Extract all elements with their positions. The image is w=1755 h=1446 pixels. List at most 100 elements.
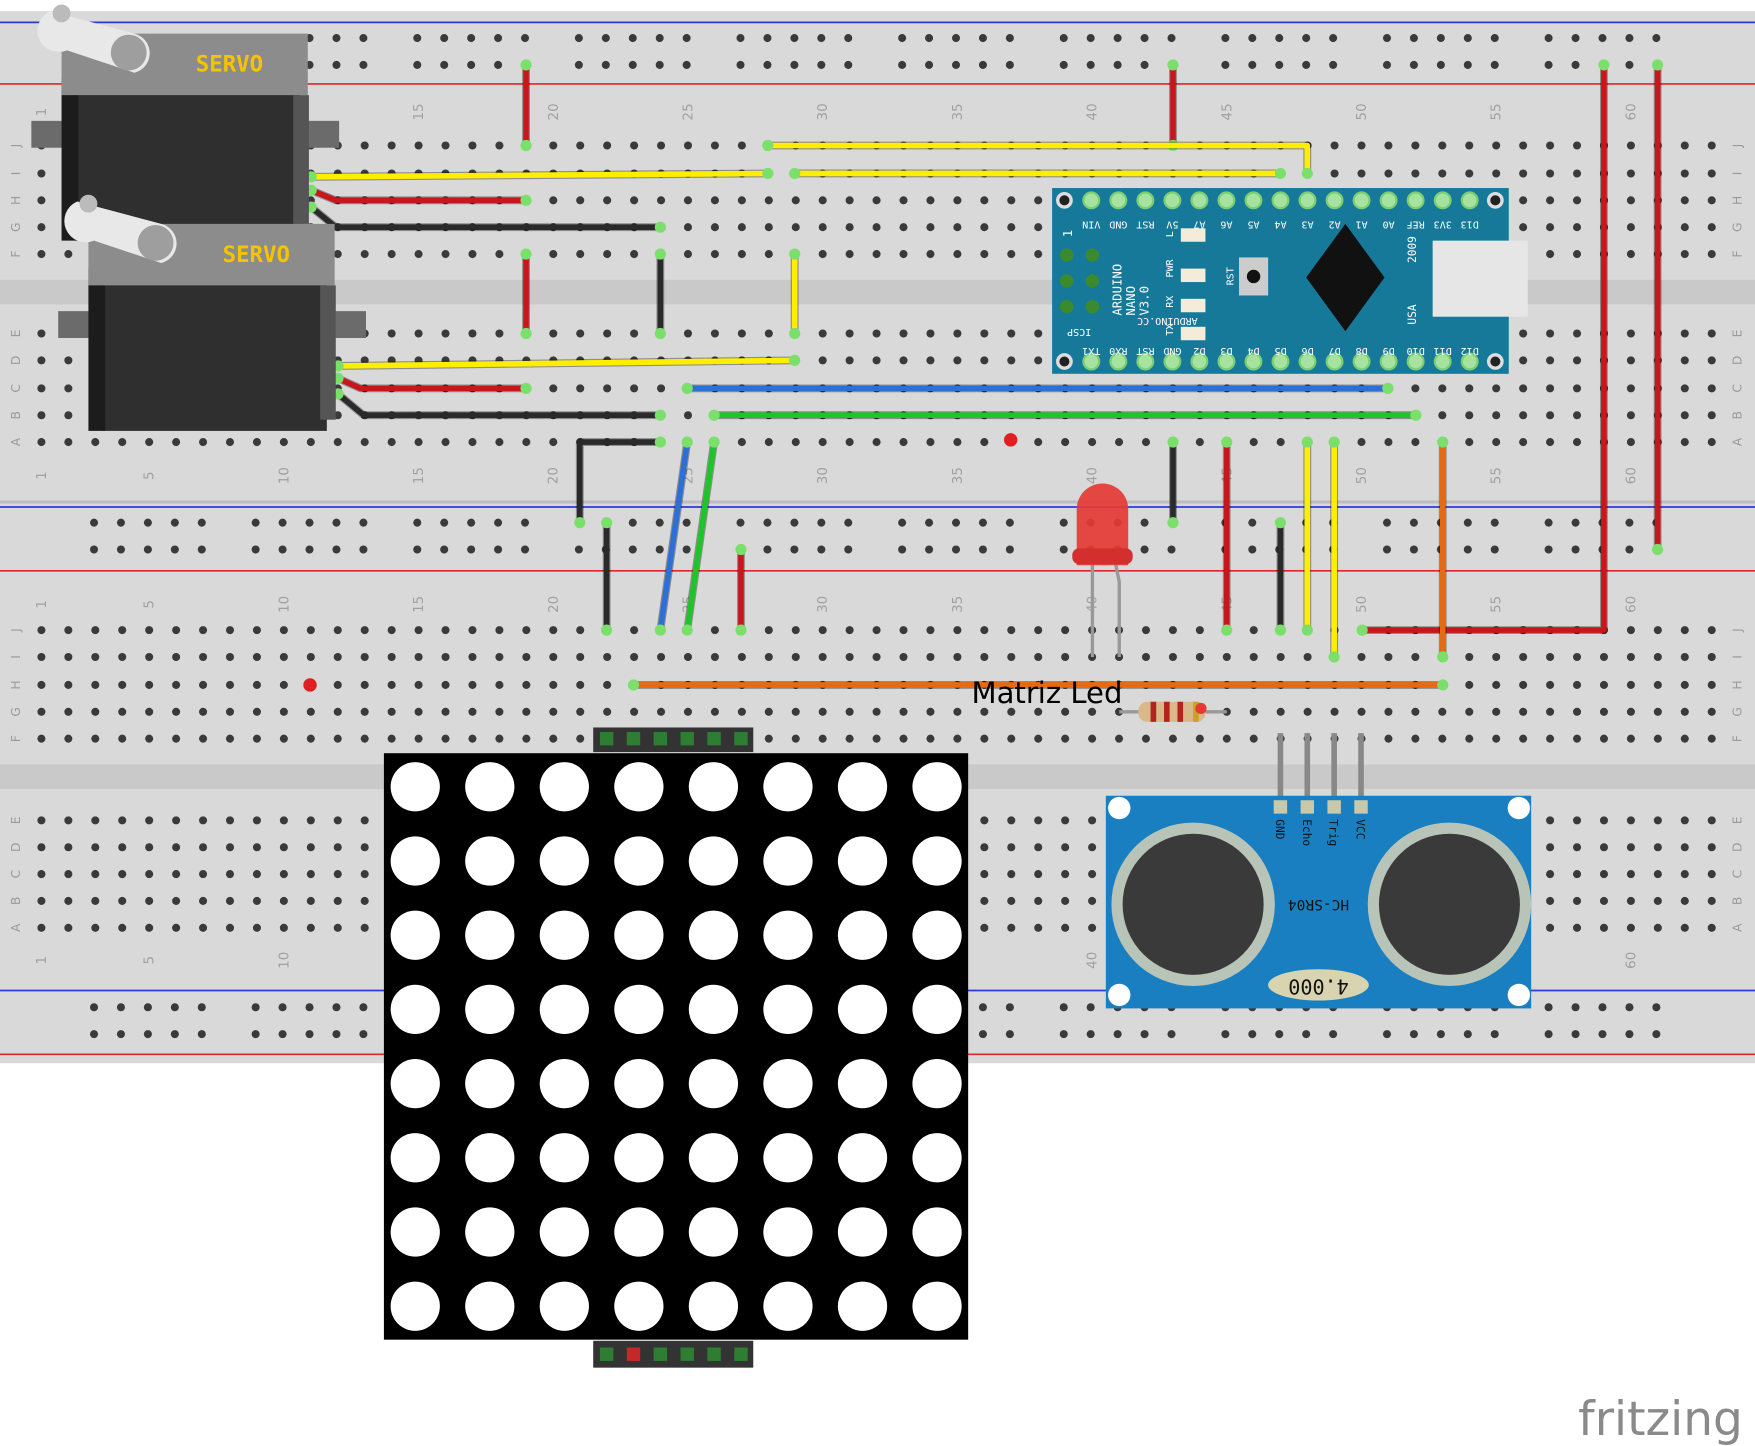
rail-hole[interactable] <box>574 34 583 43</box>
breadboard-hole[interactable] <box>1141 652 1151 661</box>
rail-hole[interactable] <box>601 60 610 69</box>
rail-hole[interactable] <box>898 34 907 43</box>
breadboard-hole[interactable] <box>683 652 693 661</box>
breadboard-hole[interactable] <box>1599 680 1608 689</box>
breadboard-hole[interactable] <box>1034 250 1043 259</box>
breadboard-hole[interactable] <box>1438 141 1447 150</box>
breadboard-hole[interactable] <box>1572 438 1582 447</box>
breadboard-hole[interactable] <box>172 626 181 635</box>
breadboard-hole[interactable] <box>333 707 342 716</box>
breadboard-hole[interactable] <box>387 626 396 635</box>
breadboard-hole[interactable] <box>710 223 719 232</box>
breadboard-hole[interactable] <box>225 870 235 879</box>
breadboard-hole[interactable] <box>683 196 693 205</box>
breadboard-hole[interactable] <box>37 223 46 232</box>
breadboard-hole[interactable] <box>360 356 369 365</box>
breadboard-hole[interactable] <box>1707 734 1716 743</box>
rail-hole[interactable] <box>763 60 772 69</box>
rail-hole[interactable] <box>170 1030 179 1039</box>
breadboard-hole[interactable] <box>1626 680 1635 689</box>
rail-hole[interactable] <box>1490 518 1499 527</box>
breadboard-hole[interactable] <box>818 196 827 205</box>
breadboard-hole[interactable] <box>1411 169 1420 178</box>
breadboard-hole[interactable] <box>1168 734 1177 743</box>
black-wire[interactable] <box>332 388 666 421</box>
breadboard-hole[interactable] <box>926 250 935 259</box>
breadboard-hole[interactable] <box>279 438 288 447</box>
rail-hole[interactable] <box>170 545 179 554</box>
breadboard-hole[interactable] <box>145 923 154 932</box>
breadboard-hole[interactable] <box>630 141 639 150</box>
breadboard-hole[interactable] <box>1061 843 1070 852</box>
breadboard-hole[interactable] <box>845 734 854 743</box>
rail-hole[interactable] <box>1436 1030 1445 1039</box>
breadboard-hole[interactable] <box>1572 707 1582 716</box>
breadboard-hole[interactable] <box>522 652 531 661</box>
arduino-pin[interactable] <box>1082 191 1101 210</box>
breadboard-hole[interactable] <box>91 816 100 825</box>
breadboard-hole[interactable] <box>37 411 46 420</box>
rail-hole[interactable] <box>1221 60 1230 69</box>
breadboard-hole[interactable] <box>1626 329 1635 338</box>
breadboard-hole[interactable] <box>1680 223 1689 232</box>
breadboard-hole[interactable] <box>225 923 235 932</box>
breadboard-hole[interactable] <box>549 626 558 635</box>
breadboard-hole[interactable] <box>926 734 935 743</box>
arduino-pin[interactable] <box>1352 191 1371 210</box>
arduino-pin[interactable] <box>1190 352 1209 371</box>
breadboard-hole[interactable] <box>225 707 235 716</box>
wire-end[interactable] <box>735 624 747 636</box>
breadboard-hole[interactable] <box>225 734 235 743</box>
breadboard-hole[interactable] <box>414 707 423 716</box>
breadboard-hole[interactable] <box>118 923 127 932</box>
breadboard-hole[interactable] <box>764 707 773 716</box>
breadboard-hole[interactable] <box>657 652 666 661</box>
breadboard-hole[interactable] <box>1680 169 1689 178</box>
breadboard-hole[interactable] <box>576 329 585 338</box>
rail-hole[interactable] <box>143 1030 152 1039</box>
rail-hole[interactable] <box>197 1003 206 1012</box>
wire-end[interactable] <box>1437 679 1449 691</box>
breadboard-hole[interactable] <box>64 680 73 689</box>
rail-hole[interactable] <box>1059 545 1068 554</box>
breadboard-hole[interactable] <box>791 734 800 743</box>
wire-end[interactable] <box>1221 436 1233 448</box>
rail-hole[interactable] <box>467 60 476 69</box>
breadboard-hole[interactable] <box>225 896 235 905</box>
wire-end[interactable] <box>1382 382 1394 394</box>
breadboard-hole[interactable] <box>737 250 746 259</box>
wire-end[interactable] <box>1652 59 1664 71</box>
breadboard-hole[interactable] <box>872 196 881 205</box>
blue-wire[interactable] <box>681 382 1394 394</box>
breadboard-hole[interactable] <box>387 329 396 338</box>
breadboard-hole[interactable] <box>172 734 181 743</box>
breadboard-hole[interactable] <box>1546 250 1555 259</box>
breadboard-hole[interactable] <box>1519 438 1528 447</box>
breadboard-hole[interactable] <box>225 680 235 689</box>
rail-hole[interactable] <box>817 34 826 43</box>
breadboard-hole[interactable] <box>1626 626 1635 635</box>
breadboard-hole[interactable] <box>387 250 396 259</box>
rail-hole[interactable] <box>1652 1030 1661 1039</box>
sensor-pin[interactable] <box>1273 800 1288 814</box>
breadboard-hole[interactable] <box>1034 438 1043 447</box>
rail-hole[interactable] <box>251 545 260 554</box>
rail-hole[interactable] <box>467 518 476 527</box>
breadboard-hole[interactable] <box>1438 169 1447 178</box>
rail-hole[interactable] <box>951 34 961 43</box>
breadboard-hole[interactable] <box>333 923 342 932</box>
breadboard-hole[interactable] <box>1626 923 1635 932</box>
breadboard-hole[interactable] <box>683 250 693 259</box>
breadboard-hole[interactable] <box>1546 141 1555 150</box>
breadboard-hole[interactable] <box>1546 870 1555 879</box>
arduino-pin[interactable] <box>1460 191 1479 210</box>
breadboard-hole[interactable] <box>1249 652 1258 661</box>
rail-hole[interactable] <box>1436 60 1445 69</box>
breadboard-hole[interactable] <box>360 141 369 150</box>
breadboard-hole[interactable] <box>118 438 127 447</box>
wire-end[interactable] <box>789 327 801 340</box>
breadboard-hole[interactable] <box>1168 626 1177 635</box>
breadboard-hole[interactable] <box>225 652 235 661</box>
breadboard-hole[interactable] <box>603 707 612 716</box>
red-wire[interactable] <box>735 543 747 636</box>
